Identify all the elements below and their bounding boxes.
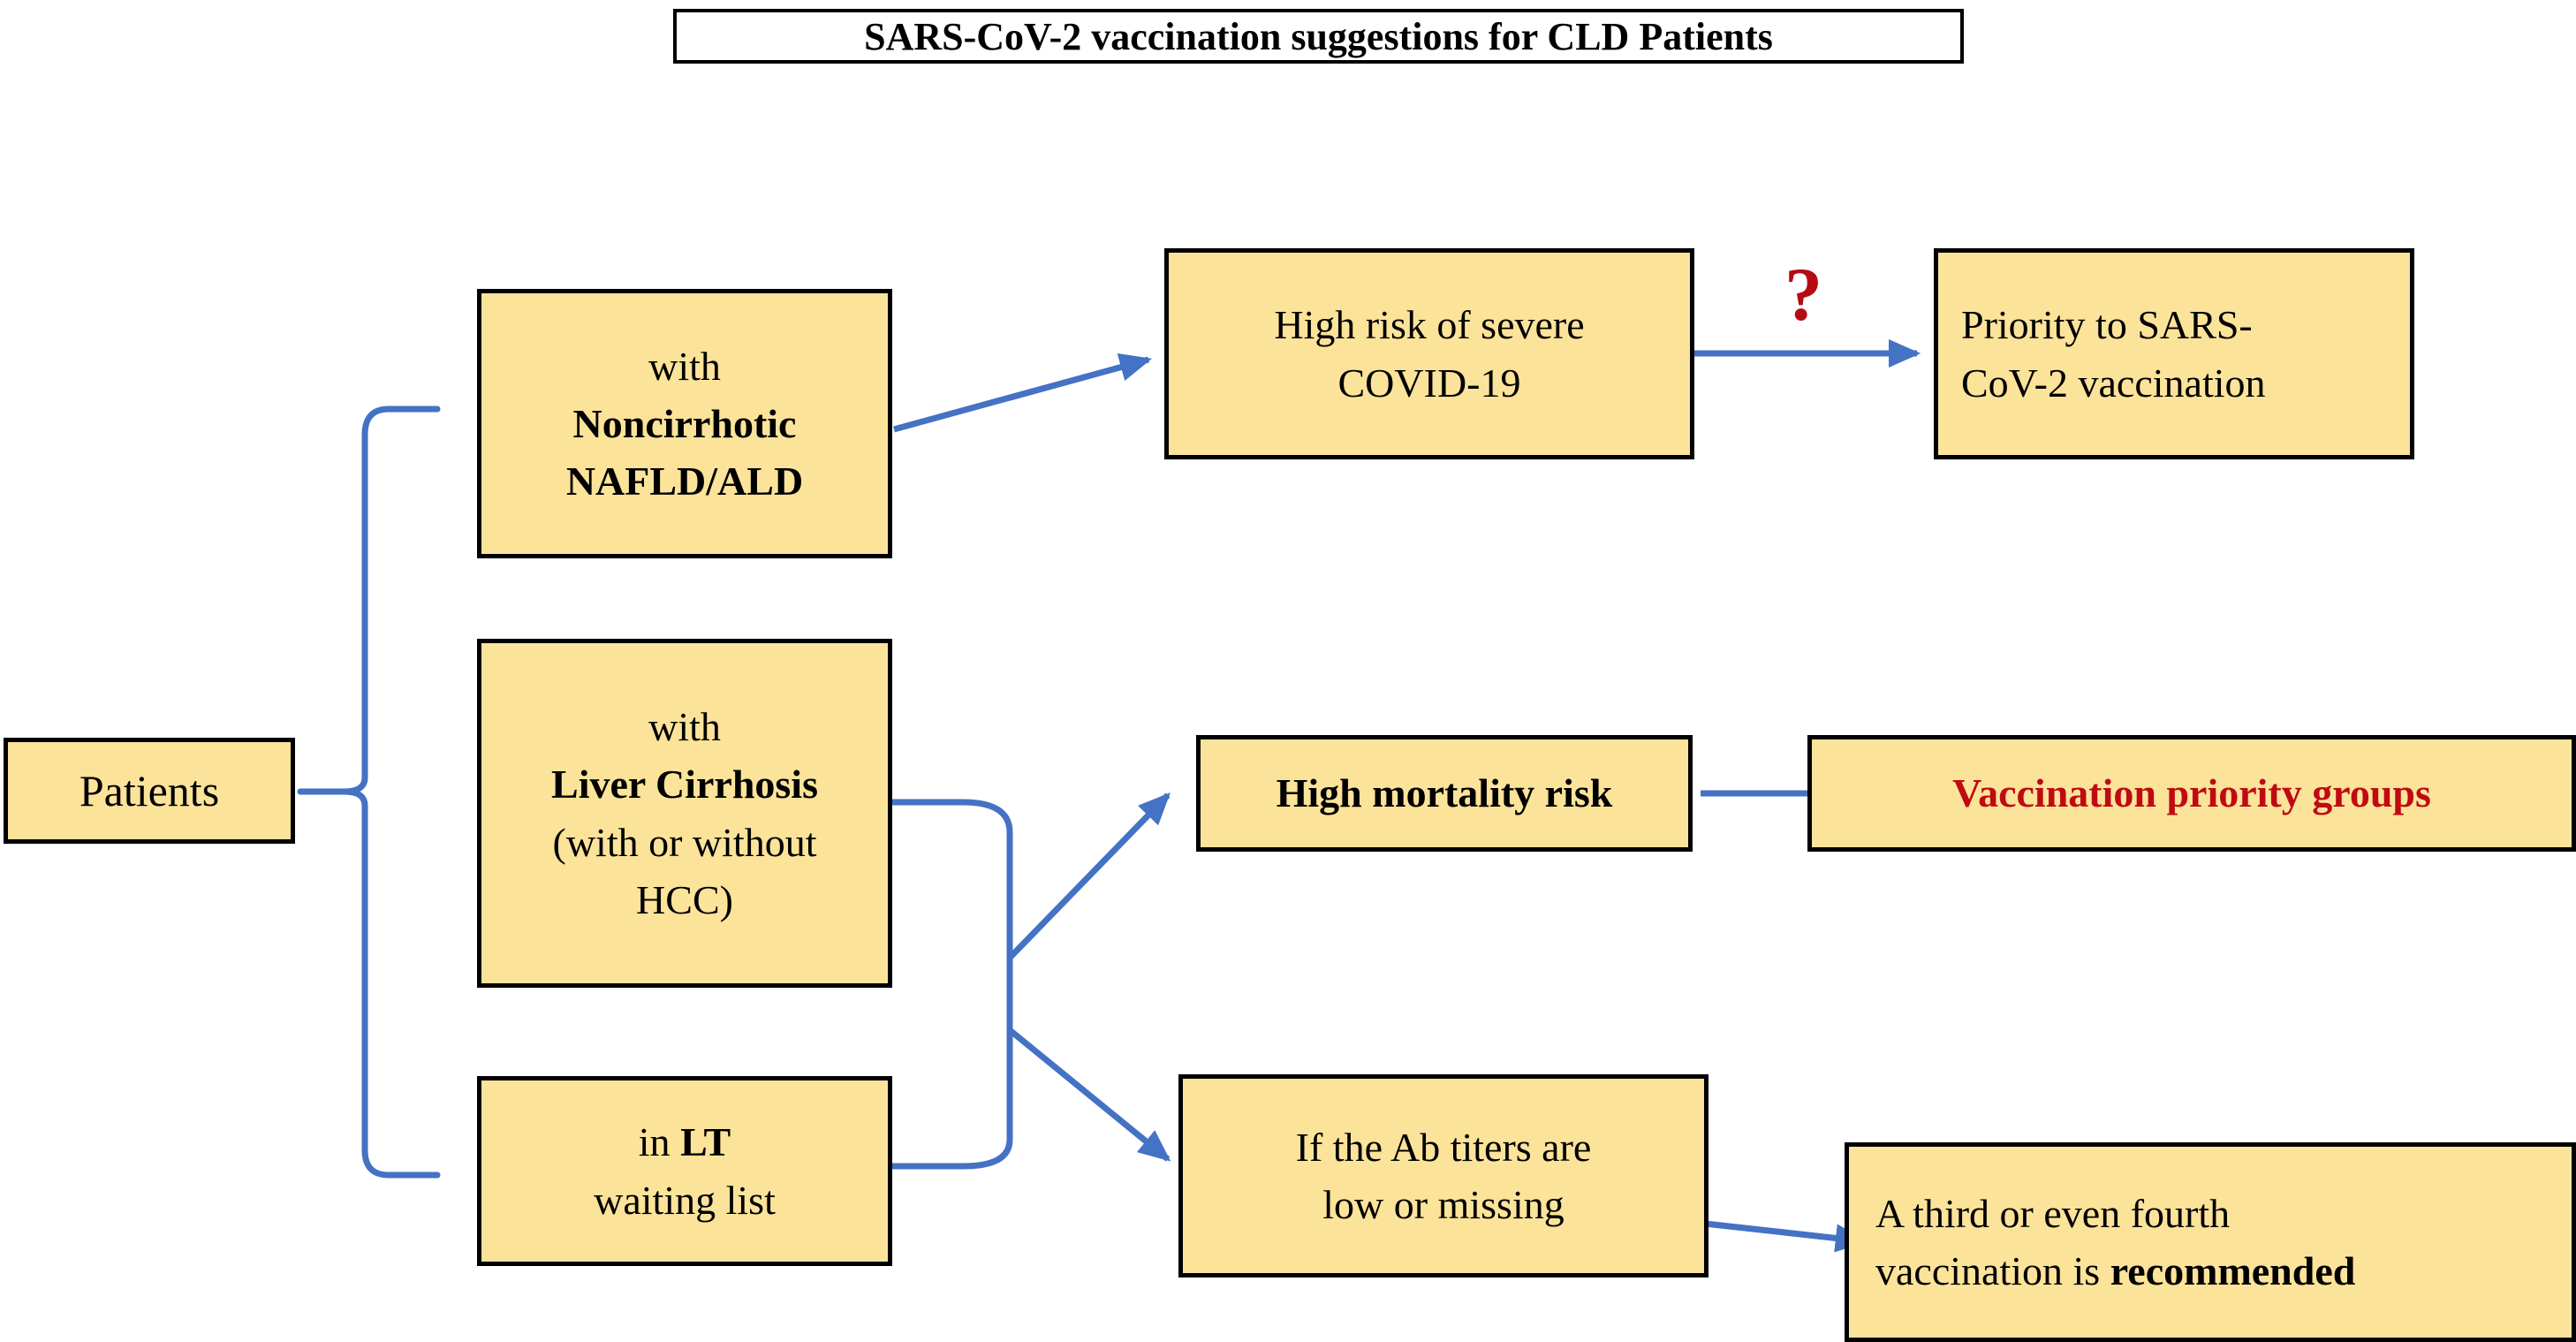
- merge-to-ab-titers: [1007, 1027, 1171, 1162]
- node-noncirrhotic-line-1: with: [648, 343, 721, 389]
- node-lt-abbrev: LT: [680, 1119, 731, 1165]
- node-lt-line-2: waiting list: [594, 1177, 776, 1223]
- node-vaccination-priority-groups[interactable]: Vaccination priority groups: [1807, 735, 2576, 852]
- cirrhosis-lt-merge-bracket: [889, 799, 1013, 1170]
- node-high-risk-line-2: COVID-19: [1337, 360, 1521, 406]
- question-mark-annotation: ?: [1784, 252, 1822, 337]
- node-priority-line-2: CoV-2 vaccination: [1961, 360, 2266, 406]
- node-lt-prefix: in: [638, 1119, 681, 1165]
- node-vpg-label: Vaccination priority groups: [1952, 770, 2431, 816]
- node-ab-line-1: If the Ab titers are: [1295, 1124, 1592, 1170]
- node-cirrhosis-line-1: with: [648, 703, 721, 749]
- node-cirrhosis-line-4: HCC): [636, 876, 733, 922]
- node-ab-titers[interactable]: If the Ab titers are low or missing: [1178, 1074, 1708, 1278]
- node-lt-line-1: in LT: [639, 1113, 731, 1171]
- node-third-emphasis: recommended: [2110, 1248, 2356, 1293]
- node-patients-label: Patients: [79, 765, 220, 815]
- page-title: SARS-CoV-2 vaccination suggestions for C…: [673, 9, 1964, 64]
- node-noncirrhotic-nafld-ald[interactable]: with Noncirrhotic NAFLD/ALD: [477, 289, 892, 558]
- node-high-risk-line-1: High risk of severe: [1274, 302, 1585, 348]
- node-noncirrhotic-line-3: NAFLD/ALD: [565, 459, 804, 504]
- node-third-fourth-vaccination[interactable]: A third or even fourth vaccination is re…: [1845, 1142, 2576, 1342]
- node-noncirrhotic-line-2: Noncirrhotic: [572, 400, 797, 446]
- noncirrhotic-to-high-risk-covid: [893, 353, 1153, 433]
- node-third-line-2: vaccination is recommended: [1875, 1242, 2355, 1300]
- node-ab-line-2: low or missing: [1322, 1182, 1565, 1227]
- merge-to-high-mortality: [1007, 792, 1171, 960]
- node-cirrhosis-line-2: Liver Cirrhosis: [551, 762, 818, 807]
- node-priority-line-1: Priority to SARS-: [1961, 302, 2253, 348]
- node-priority-vaccination[interactable]: Priority to SARS- CoV-2 vaccination: [1934, 248, 2414, 459]
- node-lt-waiting-list[interactable]: in LT waiting list: [477, 1076, 892, 1266]
- node-liver-cirrhosis[interactable]: with Liver Cirrhosis (with or without HC…: [477, 639, 892, 988]
- patients-to-branches-bracket: [297, 406, 441, 1179]
- node-cirrhosis-line-3: (with or without: [552, 819, 817, 865]
- node-patients[interactable]: Patients: [4, 738, 295, 844]
- node-third-prefix: vaccination is: [1875, 1248, 2110, 1293]
- node-high-mortality-label: High mortality risk: [1276, 770, 1613, 816]
- node-third-line-1: A third or even fourth: [1875, 1190, 2231, 1236]
- node-high-mortality-risk[interactable]: High mortality risk: [1196, 735, 1693, 852]
- node-high-risk-covid[interactable]: High risk of severe COVID-19: [1164, 248, 1694, 459]
- ab-titers-to-third-fourth: [1704, 1220, 1868, 1253]
